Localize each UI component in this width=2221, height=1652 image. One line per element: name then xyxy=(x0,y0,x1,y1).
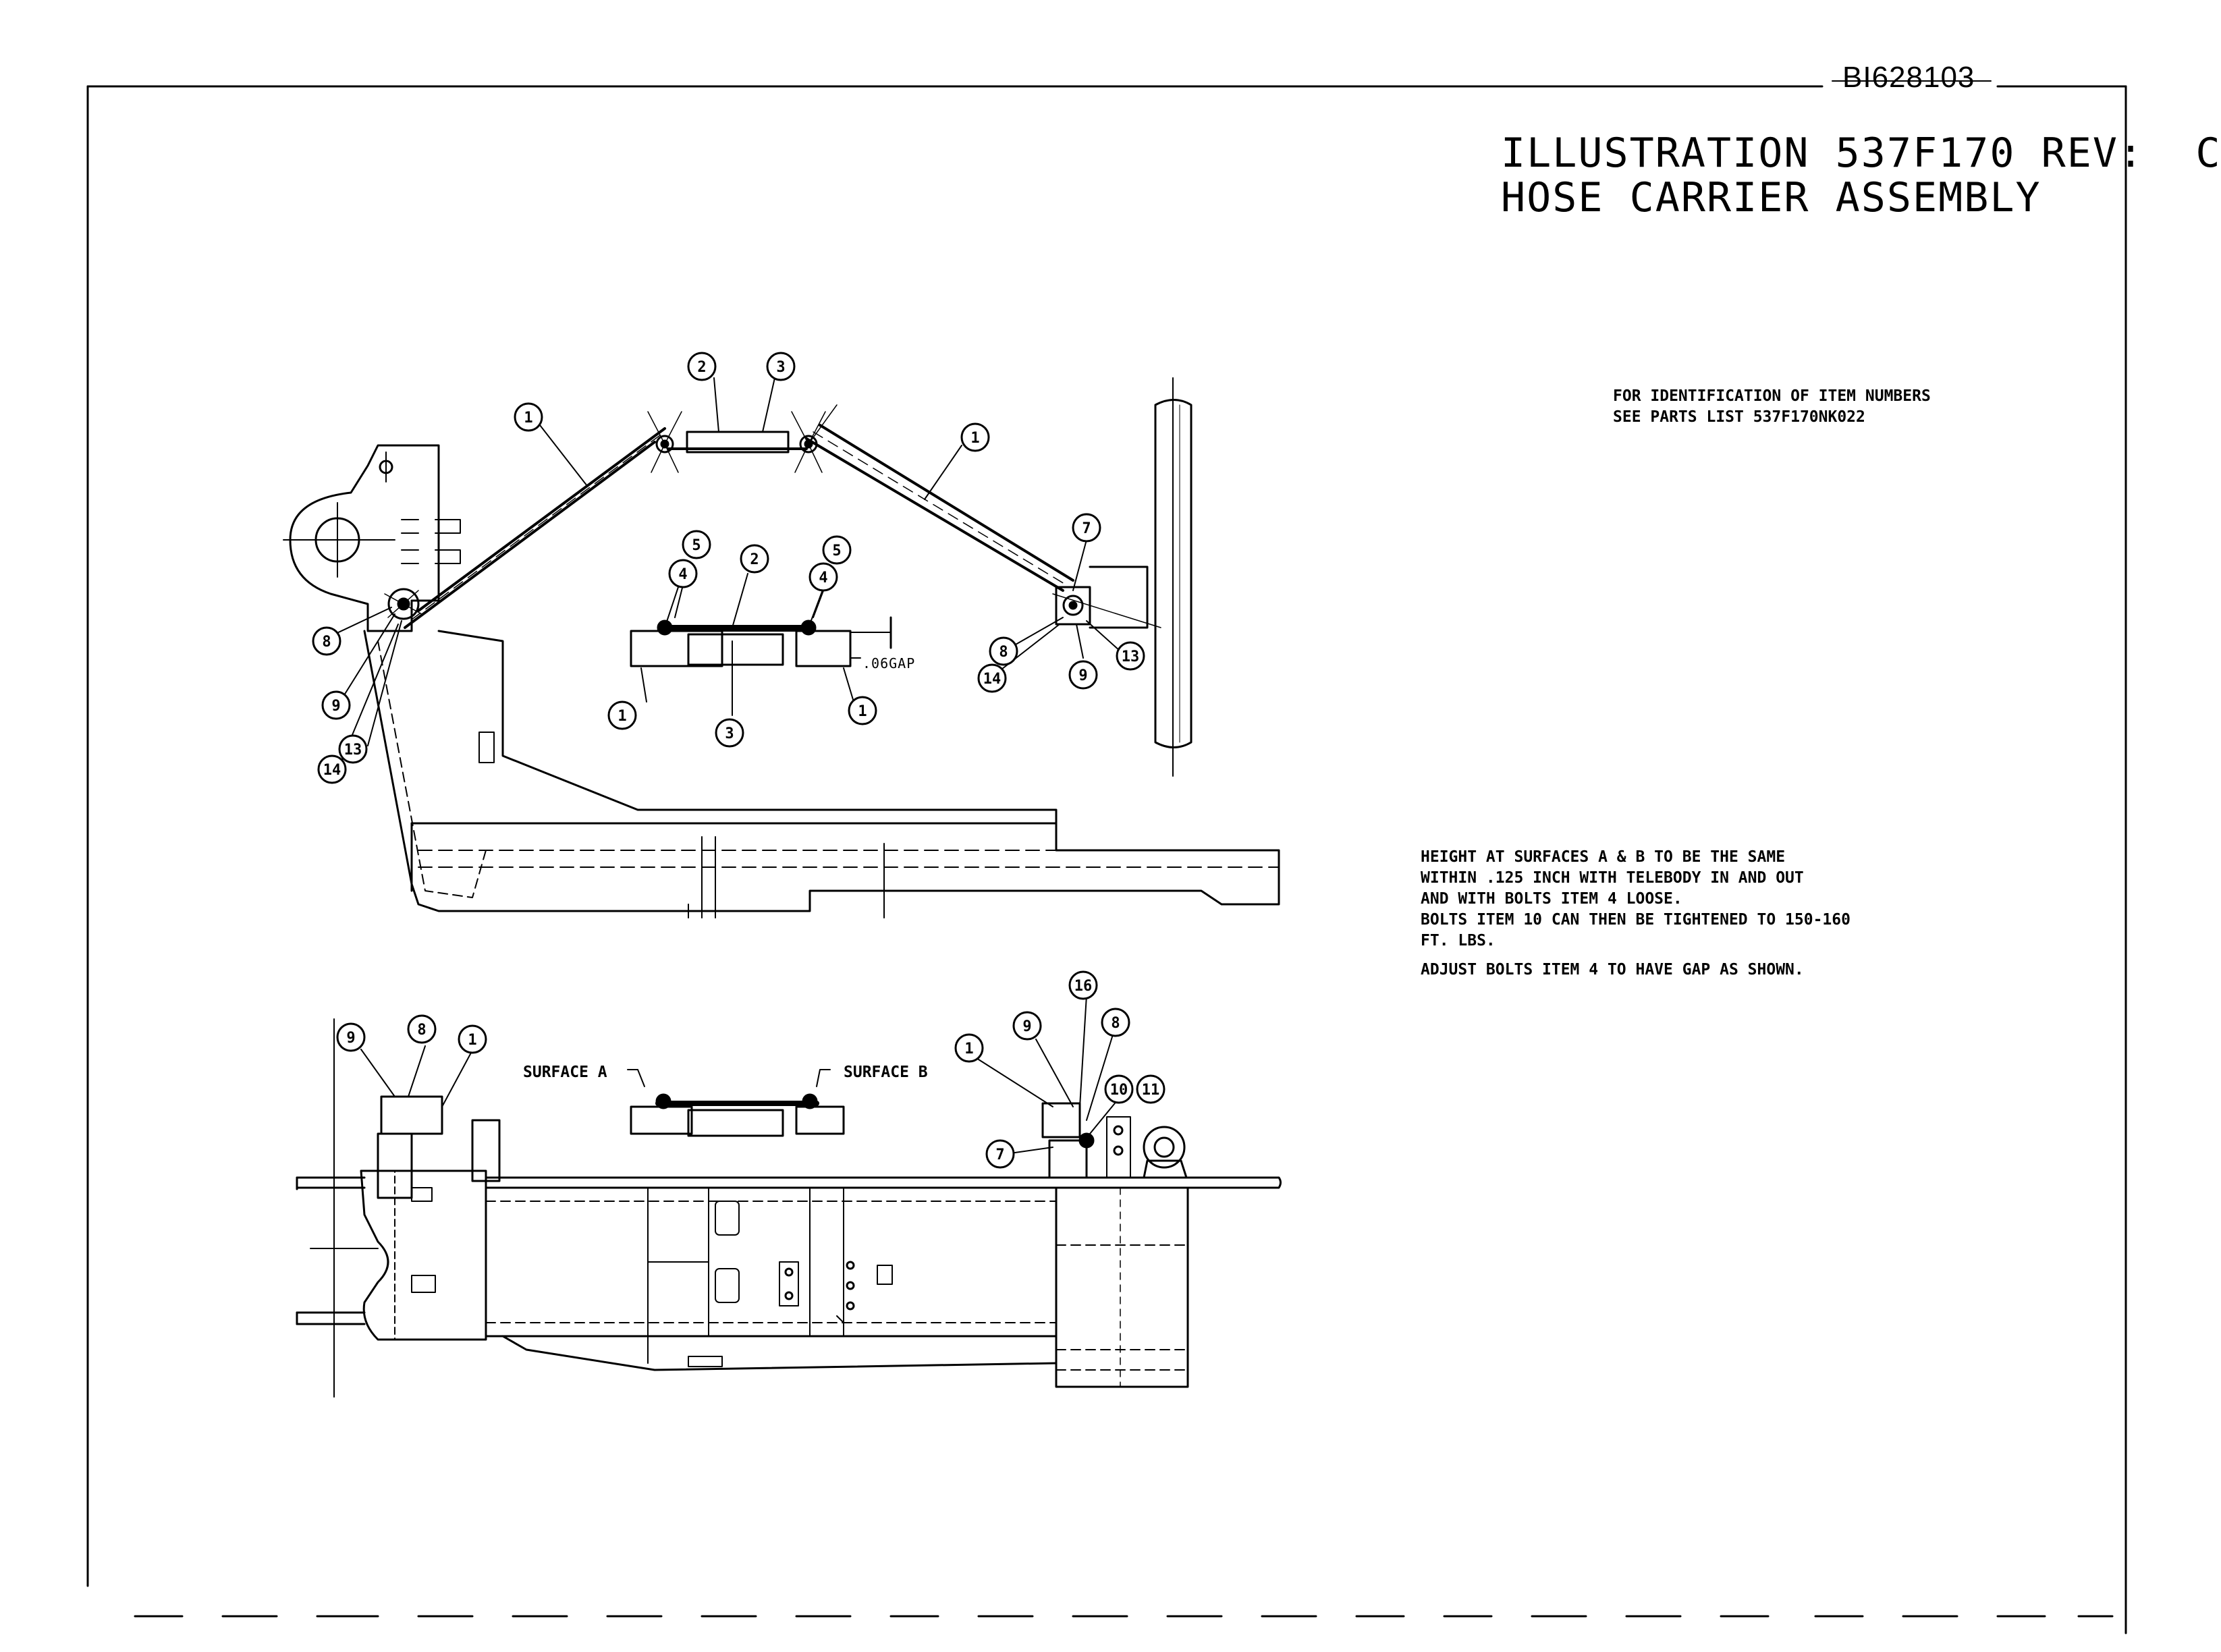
item-number: 13 xyxy=(1122,649,1140,665)
item-number: 5 xyxy=(832,543,841,559)
item-number: 8 xyxy=(999,644,1008,661)
leader-lines xyxy=(319,377,1121,1323)
gap-label: .06GAP xyxy=(862,655,915,671)
item-balloon xyxy=(458,1024,487,1054)
right-post xyxy=(1055,1186,1189,1388)
item-number: 9 xyxy=(346,1030,355,1047)
title-line-1: ILLUSTRATION 537F170 REV: C xyxy=(1501,130,2221,177)
item-number: 8 xyxy=(417,1022,426,1039)
item-balloon xyxy=(1101,1008,1130,1037)
item-balloon xyxy=(668,559,698,588)
document-id: BI628103 xyxy=(1842,61,1975,94)
item-number: 11 xyxy=(1142,1082,1160,1099)
item-number: 2 xyxy=(697,359,706,376)
assembly-instructions: HEIGHT AT SURFACES A & B TO BE THE SAME W… xyxy=(1421,847,1850,981)
item-number: 1 xyxy=(858,703,867,720)
item-balloon xyxy=(740,544,769,574)
item-number: 5 xyxy=(692,537,701,554)
instruction-line: FT. LBS. xyxy=(1421,932,1496,949)
item-balloon xyxy=(985,1139,1015,1169)
item-balloon xyxy=(977,663,1007,693)
item-number: 3 xyxy=(725,725,734,742)
instruction-line: AND WITH BOLTS ITEM 4 LOOSE. xyxy=(1421,890,1682,908)
item-balloon xyxy=(1104,1074,1134,1104)
item-number: 14 xyxy=(983,671,1002,688)
item-balloon xyxy=(514,402,543,432)
gap-detail xyxy=(630,616,892,667)
item-balloon xyxy=(338,734,368,764)
parts-ref-line: SEE PARTS LIST 537F170NK022 xyxy=(1613,408,1865,426)
item-number: 8 xyxy=(1111,1015,1120,1032)
item-number: 1 xyxy=(524,410,532,426)
item-balloon xyxy=(960,422,990,452)
surface-b-label: SURFACE B xyxy=(844,1064,928,1081)
item-number: 7 xyxy=(1082,520,1091,537)
left-mount xyxy=(380,1095,443,1135)
center-block xyxy=(686,431,790,453)
item-balloon xyxy=(336,1022,366,1052)
title-line-2: HOSE CARRIER ASSEMBLY xyxy=(1501,174,2041,221)
instruction-line: WITHIN .125 INCH WITH TELEBODY IN AND OU… xyxy=(1421,869,1804,887)
item-number: 13 xyxy=(344,742,362,759)
item-balloon xyxy=(321,690,351,720)
item-balloon xyxy=(682,530,711,559)
item-number: 14 xyxy=(323,762,341,779)
item-balloon xyxy=(1072,513,1101,543)
side-view xyxy=(296,1018,1282,1398)
item-number: 1 xyxy=(970,430,979,447)
item-balloon xyxy=(1012,1011,1042,1041)
item-balloon xyxy=(808,562,838,592)
item-number: 2 xyxy=(750,551,759,568)
item-number: 4 xyxy=(678,566,687,583)
surface-detail xyxy=(627,1069,845,1137)
item-balloon xyxy=(989,636,1018,666)
item-number: 3 xyxy=(776,359,785,376)
item-balloon xyxy=(822,535,852,565)
item-balloon xyxy=(607,700,637,730)
mounting-bracket xyxy=(289,444,440,632)
item-balloon xyxy=(848,696,877,725)
item-number: 1 xyxy=(468,1032,476,1049)
item-number: 9 xyxy=(331,698,340,715)
item-balloon xyxy=(1068,660,1098,690)
item-balloon xyxy=(1136,1074,1166,1104)
item-balloon xyxy=(317,754,347,784)
surface-a-label: SURFACE A xyxy=(523,1064,607,1081)
item-balloon xyxy=(1068,970,1098,1000)
parts-reference-note: FOR IDENTIFICATION OF ITEM NUMBERS SEE PA… xyxy=(1613,386,1931,428)
item-balloon xyxy=(1116,641,1145,671)
sheet-border xyxy=(86,80,2127,1634)
item-balloon xyxy=(715,718,744,748)
item-number: 9 xyxy=(1078,667,1087,684)
instruction-line: ADJUST BOLTS ITEM 4 TO HAVE GAP AS SHOWN… xyxy=(1421,961,1804,979)
item-balloon xyxy=(687,352,717,381)
item-balloon xyxy=(954,1033,984,1063)
item-number: 8 xyxy=(322,634,331,651)
item-number: 16 xyxy=(1074,978,1093,995)
item-number: 1 xyxy=(618,708,626,725)
item-number: 9 xyxy=(1022,1018,1031,1035)
lower-frame xyxy=(363,630,1280,912)
vertical-pipe xyxy=(1154,399,1192,748)
item-number: 7 xyxy=(995,1147,1004,1163)
top-view xyxy=(283,377,1280,918)
item-number: 1 xyxy=(964,1041,973,1057)
item-number: 4 xyxy=(819,570,827,586)
item-balloon xyxy=(407,1014,437,1044)
item-number: 10 xyxy=(1110,1082,1128,1099)
parts-ref-line: FOR IDENTIFICATION OF ITEM NUMBERS xyxy=(1613,387,1931,405)
instruction-line: HEIGHT AT SURFACES A & B TO BE THE SAME xyxy=(1421,848,1786,866)
instruction-line: BOLTS ITEM 10 CAN THEN BE TIGHTENED TO 1… xyxy=(1421,911,1850,929)
item-balloon xyxy=(766,352,796,381)
item-balloon xyxy=(312,626,341,656)
